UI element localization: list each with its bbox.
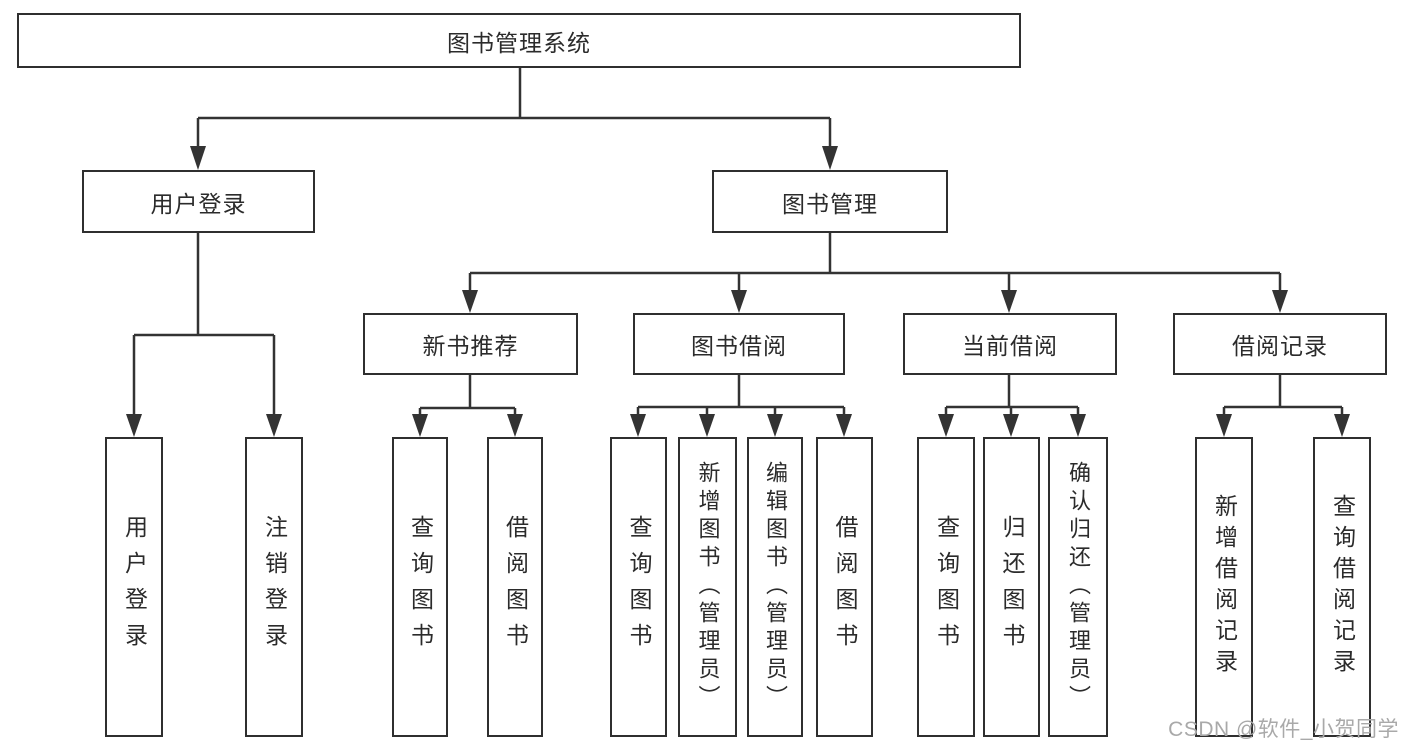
node-label: 用户登录 — [150, 190, 247, 217]
node-borrow-books: 借阅图书 — [487, 437, 543, 737]
node-borrow-records: 借阅记录 — [1173, 313, 1387, 375]
node-label: 查询借阅记录 — [1329, 494, 1356, 680]
node-label: 借阅记录 — [1232, 333, 1328, 359]
node-borrow-books: 借阅图书 — [816, 437, 873, 737]
node-add-borrow-record: 新增借阅记录 — [1195, 437, 1253, 737]
node-new-book-recommend: 新书推荐 — [363, 313, 578, 375]
node-user-login: 用户登录 — [105, 437, 163, 737]
node-logout: 注销登录 — [245, 437, 303, 737]
node-label: 新书推荐 — [422, 333, 519, 359]
node-edit-book-admin: 编辑图书（管理员） — [747, 437, 803, 737]
node-current-borrow: 当前借阅 — [903, 313, 1117, 375]
node-book-management: 图书管理 — [712, 170, 948, 233]
node-label: 借阅图书 — [832, 515, 858, 659]
node-label: 查询图书 — [407, 515, 434, 659]
node-label: 编辑图书（管理员） — [763, 461, 788, 713]
node-query-borrow-record: 查询借阅记录 — [1313, 437, 1371, 737]
node-label: 归还图书 — [999, 515, 1025, 659]
node-label: 查询图书 — [933, 515, 960, 659]
node-library-management-system: 图书管理系统 — [17, 13, 1021, 68]
node-label: 新增图书（管理员） — [695, 461, 721, 713]
node-book-borrow: 图书借阅 — [633, 313, 845, 375]
node-confirm-return-admin: 确认归还（管理员） — [1048, 437, 1108, 737]
node-label: 新增借阅记录 — [1211, 494, 1238, 680]
node-label: 图书管理 — [782, 190, 878, 217]
node-label: 注销登录 — [261, 515, 288, 659]
node-label: 图书借阅 — [691, 333, 787, 359]
node-user-login-group: 用户登录 — [82, 170, 315, 233]
csdn-watermark: CSDN @软件_小贺同学 — [1168, 718, 1399, 741]
node-label: 确认归还（管理员） — [1066, 461, 1091, 713]
node-label: 图书管理系统 — [447, 29, 591, 56]
node-add-book-admin: 新增图书（管理员） — [678, 437, 737, 737]
node-label: 查询图书 — [626, 515, 652, 659]
node-return-books: 归还图书 — [983, 437, 1040, 737]
node-query-books: 查询图书 — [917, 437, 975, 737]
node-label: 当前借阅 — [962, 333, 1058, 359]
node-query-books: 查询图书 — [392, 437, 448, 737]
node-query-books: 查询图书 — [610, 437, 667, 737]
node-label: 用户登录 — [121, 515, 148, 659]
node-label: 借阅图书 — [502, 515, 529, 659]
